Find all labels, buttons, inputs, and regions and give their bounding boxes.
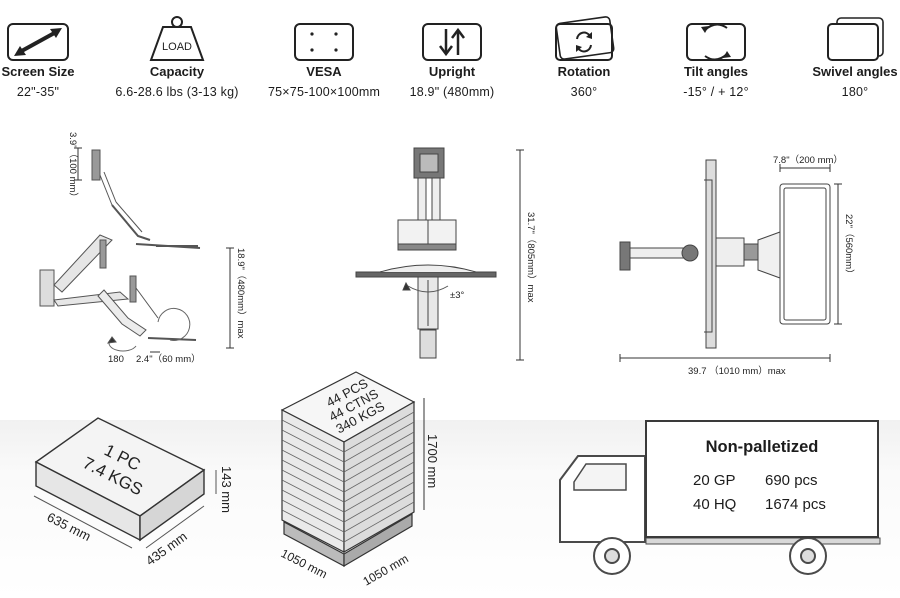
spec-swivel: Swivel angles 180° — [804, 0, 900, 99]
container-qty: 690 pcs — [765, 472, 818, 489]
front-view-drawing — [355, 147, 524, 361]
carton-layer-line — [281, 479, 345, 513]
spec-vesa: VESA 75×75-100×100mm — [268, 0, 380, 99]
container-type: 40 HQ — [693, 496, 737, 513]
top-view-drawing — [619, 159, 842, 362]
pallet-illustration — [280, 371, 425, 568]
pallet-layer-lines — [281, 411, 415, 543]
spec-rotation: Rotation 360° — [544, 0, 624, 99]
carton-layer-line — [343, 411, 415, 453]
spec-label: VESA — [306, 64, 342, 79]
side-top-dim-label: 3.9"（100 mm） — [67, 132, 79, 202]
spec-tilt: Tilt angles -15° / + 12° — [664, 0, 768, 99]
carton-layer-line — [281, 499, 345, 533]
top-height-dim-label: 22"（560mm） — [843, 214, 855, 279]
spec-label: Swivel angles — [812, 64, 898, 79]
pallet-height-label: 1700 mm — [425, 434, 440, 488]
carton-layer-line — [281, 419, 345, 453]
shipping-cargo-box: Non-palletized 20 GP 690 pcs 40 HQ 1674 … — [645, 420, 879, 538]
spec-label: Tilt angles — [683, 64, 749, 79]
shipping-row: 20 GP 690 pcs — [693, 472, 818, 489]
carton-layer-line — [281, 489, 345, 523]
box-height-label: 143 mm — [219, 466, 234, 513]
carton-layer-line — [343, 441, 415, 483]
carton-layer-line — [281, 449, 345, 483]
vesa-plate-icon — [294, 23, 354, 61]
carton-layer-line — [343, 421, 415, 463]
carton-layer-line — [281, 429, 345, 463]
load-weight-icon: LOAD — [149, 16, 205, 61]
spec-screen-size: Screen Size 22"-35" — [0, 0, 76, 99]
carton-layer-line — [343, 491, 415, 533]
side-height-dim-label: 18.9"（480mm）max — [235, 248, 247, 339]
spec-label: Capacity — [149, 64, 205, 79]
top-length-dim-label: 39.7 （1010 mm）max — [688, 365, 786, 377]
spec-value: 18.9" (480mm) — [409, 85, 495, 99]
spec-value: 75×75-100×100mm — [268, 85, 381, 99]
spec-value: 6.6-28.6 lbs (3-13 kg) — [115, 85, 239, 99]
carton-layer-line — [343, 461, 415, 503]
side-view-drawing — [39, 147, 234, 353]
swivel-angle-label: 180 — [108, 354, 124, 365]
single-box-illustration — [33, 417, 217, 549]
tilt-icon — [686, 23, 746, 61]
carton-layer-line — [281, 509, 345, 543]
pallet-width-label: 1050 mm — [361, 551, 411, 588]
spec-label: Upright — [428, 64, 476, 79]
carton-layer-line — [281, 439, 345, 473]
spec-value: 180° — [841, 85, 869, 99]
truck-illustration — [559, 455, 881, 575]
spec-upright: Upright 18.9" (480mm) — [404, 0, 500, 99]
tilt-angle-label: ±3° — [450, 290, 464, 301]
front-height-dim-label: 31.7"（805mm）max — [525, 212, 537, 303]
container-qty: 1674 pcs — [765, 496, 826, 513]
shipping-row: 40 HQ 1674 pcs — [693, 496, 826, 513]
spec-label: Screen Size — [1, 64, 75, 79]
carton-layer-line — [343, 431, 415, 473]
swivel-icon — [827, 17, 884, 61]
spec-value: 22"-35" — [16, 85, 60, 99]
shipping-title: Non-palletized — [705, 438, 819, 456]
box-width-label: 435 mm — [143, 529, 190, 569]
carton-layer-line — [343, 481, 415, 523]
spec-value: 360° — [570, 85, 598, 99]
updown-arrows-icon — [422, 23, 482, 61]
carton-layer-line — [281, 469, 345, 503]
top-width-dim-label: 7.8"（200 mm） — [773, 154, 843, 166]
container-type: 20 GP — [693, 472, 736, 489]
rotation-icon — [555, 16, 615, 61]
carton-layer-line — [343, 471, 415, 513]
carton-layer-line — [343, 451, 415, 493]
side-base-dim-label: 2.4"（60 mm） — [136, 353, 201, 365]
spec-label: Rotation — [557, 64, 611, 79]
spec-capacity: LOAD Capacity 6.6-28.6 lbs (3-13 kg) — [110, 0, 244, 99]
spec-value: -15° / + 12° — [683, 85, 749, 99]
load-icon-text: LOAD — [162, 41, 192, 53]
diagonal-arrow-icon — [7, 23, 69, 61]
carton-layer-line — [281, 459, 345, 493]
carton-layer-line — [343, 501, 415, 543]
